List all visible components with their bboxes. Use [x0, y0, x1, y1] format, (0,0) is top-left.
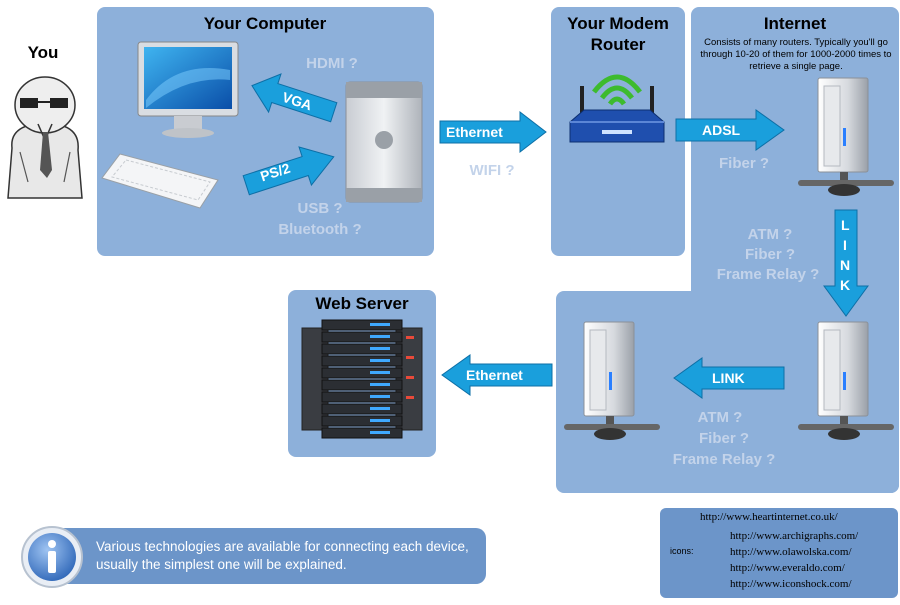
router-icon — [566, 58, 668, 154]
ps2-arrow: PS/2 — [240, 146, 340, 196]
credits-icon-link-3[interactable]: http://www.everaldo.com/ — [730, 562, 845, 574]
info-box-text: Various technologies are available for c… — [96, 539, 469, 572]
person-sketch — [0, 70, 90, 200]
bluetooth-alt-label: Bluetooth ? — [278, 221, 362, 238]
credits-icons-label: icons: — [670, 546, 694, 556]
link-horizontal-label: LINK — [712, 370, 745, 386]
computer-title: Your Computer — [203, 14, 327, 33]
info-box: Various technologies are available for c… — [44, 528, 486, 584]
modem-title-line2: Router — [590, 35, 646, 54]
credits-main-link[interactable]: http://www.heartinternet.co.uk/ — [700, 511, 838, 523]
ethernet-label-2: Ethernet — [466, 367, 523, 383]
adsl-arrow: ADSL — [675, 109, 786, 151]
credits-icon-link-4[interactable]: http://www.iconshock.com/ — [730, 578, 852, 590]
link-arrow-horizontal: LINK — [672, 357, 785, 399]
usb-alt-label: USB ? — [297, 200, 343, 217]
router-server-icon-top — [796, 76, 896, 198]
fiber-alt-label-1: Fiber ? — [718, 155, 769, 172]
atm-alt-label-2: ATM ? — [697, 409, 743, 426]
modem-title-line1: Your Modem — [567, 14, 669, 33]
credits-box: http://www.heartinternet.co.uk/ icons: h… — [660, 508, 898, 598]
ethernet-label-1: Ethernet — [446, 124, 503, 140]
info-icon — [20, 525, 84, 589]
link-vertical-letter-1: L — [841, 217, 850, 233]
internet-title: Internet — [763, 14, 827, 33]
fiber-alt-label-2: Fiber ? — [744, 246, 795, 263]
atm-alt-label-1: ATM ? — [747, 226, 793, 243]
link-vertical-letter-3: N — [840, 257, 851, 273]
router-server-icon-right — [796, 320, 896, 442]
wifi-alt-label: WIFI ? — [469, 162, 515, 179]
link-vertical-letter-4: K — [840, 277, 851, 293]
internet-note: Consists of many routers. Typically you'… — [700, 37, 892, 72]
monitor-icon — [136, 40, 240, 140]
webserver-title: Web Server — [315, 294, 409, 313]
adsl-label: ADSL — [702, 122, 741, 138]
ethernet-arrow-1: Ethernet — [439, 110, 548, 154]
router-server-icon-left — [562, 320, 662, 442]
you-label: You — [27, 43, 59, 62]
credits-icon-link-1[interactable]: http://www.archigraphs.com/ — [730, 530, 859, 542]
frame-relay-alt-label-1: Frame Relay ? — [716, 266, 820, 283]
hdmi-alt-label: HDMI ? — [306, 55, 358, 72]
fiber-alt-label-3: Fiber ? — [698, 430, 749, 447]
frame-relay-alt-label-2: Frame Relay ? — [672, 451, 776, 468]
ethernet-arrow-2: Ethernet — [440, 354, 553, 396]
link-vertical-letter-2: I — [843, 237, 847, 253]
keyboard-icon — [100, 150, 220, 212]
vga-arrow: VGA — [240, 70, 340, 126]
link-arrow-vertical: L I N K — [823, 209, 869, 318]
server-rack-icon — [300, 316, 424, 442]
credits-icon-link-2[interactable]: http://www.olawolska.com/ — [730, 546, 852, 558]
desktop-tower-icon — [340, 78, 428, 206]
